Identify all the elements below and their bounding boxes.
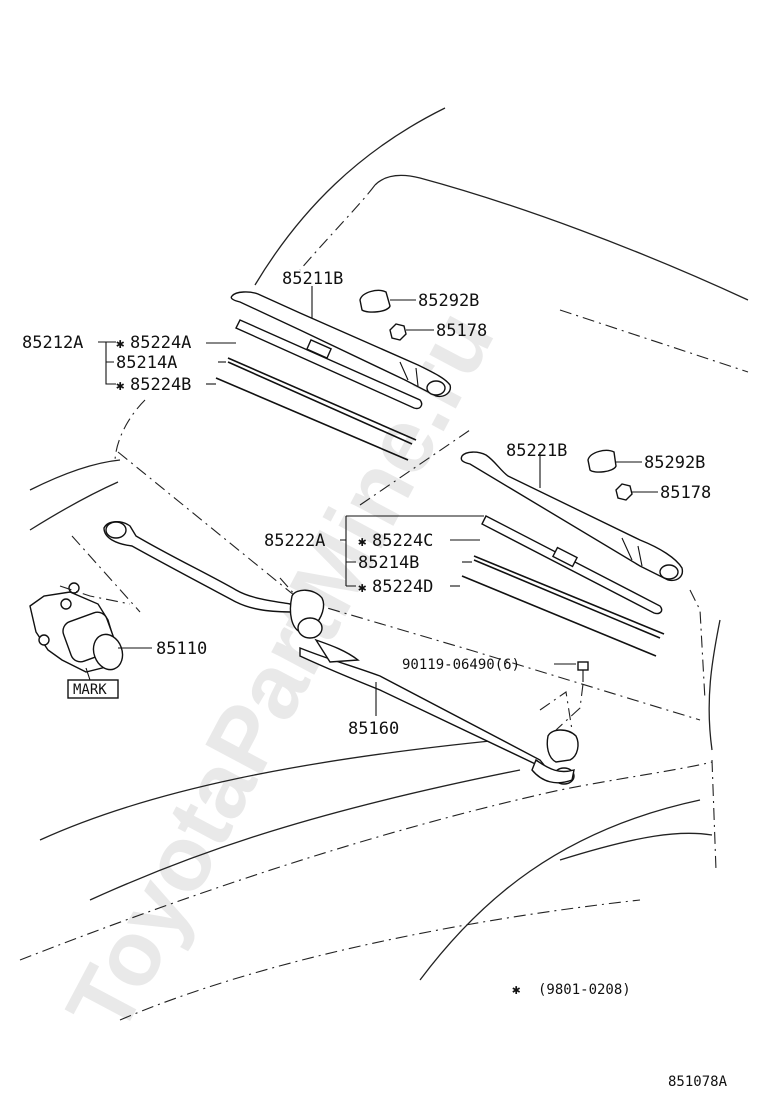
footnote-mark-85224C: ✱ — [358, 534, 367, 550]
hood-left-curve — [29, 459, 121, 491]
hood-crease-2 — [89, 769, 521, 901]
diagram-code: 851078A — [668, 1074, 728, 1090]
hood-lower-right — [559, 832, 713, 861]
mark-label: MARK — [73, 682, 107, 698]
footnote-mark-85224D: ✱ — [358, 580, 367, 596]
mark-leader — [85, 667, 91, 681]
footnote-text: (9801-0208) — [538, 982, 631, 998]
mark-box — [67, 679, 119, 699]
footnote-mark-85224B: ✱ — [116, 378, 125, 394]
roof-outline — [254, 107, 446, 286]
motor-dash — [59, 585, 131, 605]
wiper-nut-left — [389, 323, 407, 341]
windshield-right-dash — [559, 309, 749, 373]
bolt-dash — [555, 683, 584, 731]
label-85292B-left: 85292B — [418, 291, 479, 311]
label-85224A: 85224A — [130, 333, 191, 353]
label-85222A: 85222A — [264, 531, 325, 551]
cowl-main-dash — [117, 451, 701, 721]
label-85224D: 85224D — [372, 577, 433, 597]
windshield-upper-dash — [299, 184, 376, 271]
wiper-motor — [29, 582, 124, 673]
label-85110: 85110 — [156, 639, 207, 659]
wiper-link — [103, 521, 579, 785]
label-85160: 85160 — [348, 719, 399, 739]
wiper-cap-left — [359, 289, 391, 313]
link-dash-mid — [279, 577, 297, 597]
label-bolt: 90119-06490(6) — [402, 657, 520, 673]
fender-right-dash — [711, 759, 717, 871]
wiper-nut-right — [615, 483, 633, 501]
hood-edge-dash — [19, 761, 713, 961]
link-dash-right — [539, 691, 573, 731]
label-85212A: 85212A — [22, 333, 83, 353]
label-85214A: 85214A — [116, 353, 177, 373]
label-85224B: 85224B — [130, 375, 191, 395]
bracket-85212A — [98, 341, 116, 385]
hood-outer-dash — [119, 899, 641, 1021]
windshield-right-base-dash — [689, 589, 706, 701]
windshield-base-dash — [359, 429, 471, 506]
windshield-top-edge — [374, 174, 749, 301]
label-85214B: 85214B — [358, 553, 419, 573]
wiper-arm-left — [230, 291, 452, 398]
bracket-85222A — [340, 515, 484, 587]
label-85211B: 85211B — [282, 269, 343, 289]
wiper-arm-right — [460, 451, 684, 582]
hood-lower-curve-2 — [419, 799, 701, 981]
hood-lower-curve — [29, 481, 119, 531]
mounting-bolt — [577, 661, 589, 682]
wiper-blade-left — [215, 319, 423, 461]
link-dash-left — [71, 535, 141, 613]
fender-right — [708, 619, 721, 751]
label-85292B-right: 85292B — [644, 453, 705, 473]
wiper-cap-right — [587, 449, 617, 473]
hood-crease-1 — [39, 739, 501, 841]
label-85221B: 85221B — [506, 441, 567, 461]
label-85178-right: 85178 — [660, 483, 711, 503]
label-85178-left: 85178 — [436, 321, 487, 341]
footnote-symbol: ✱ — [512, 982, 521, 998]
label-85224C: 85224C — [372, 531, 433, 551]
footnote-mark-85224A: ✱ — [116, 336, 125, 352]
wiper-blade-right — [461, 515, 665, 657]
cowl-left-dash — [114, 399, 146, 463]
